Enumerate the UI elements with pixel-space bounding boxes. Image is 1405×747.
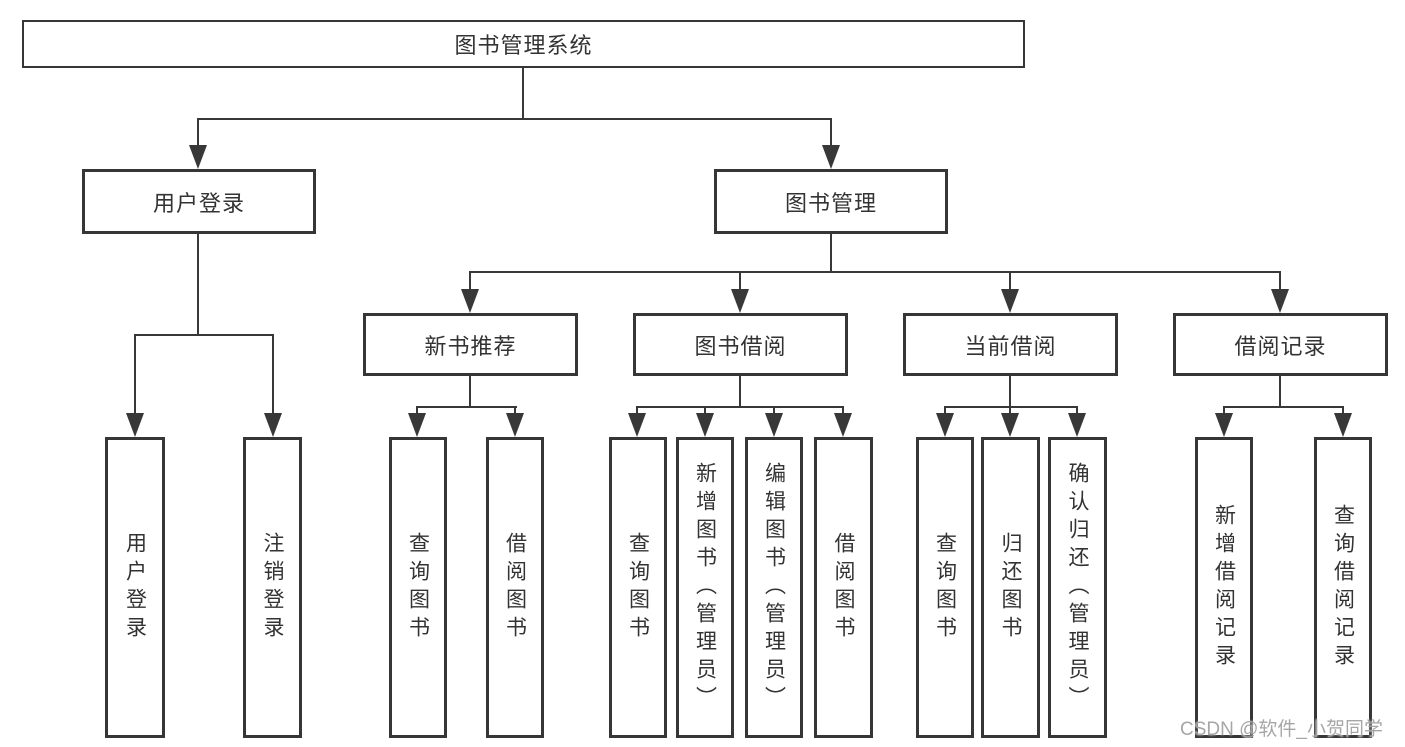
node-label: 图书管理 [784,190,877,216]
node-cb-confirm-return-admin: 确认归还（管理员） [1048,437,1107,738]
connector-line [773,408,775,414]
node-bb-borrow-books: 借阅图书 [814,437,873,738]
connector-line [830,120,832,148]
arrowhead-icon [461,289,479,313]
node-label: 新增图书（管理员） [693,461,717,714]
node-label: 归还图书 [999,531,1022,644]
arrowhead-icon [731,289,749,313]
node-cb-return-books: 归还图书 [981,437,1040,738]
arrowhead-icon [765,413,783,437]
node-label: 编辑图书（管理员） [762,461,786,714]
node-user-login-branch: 用户登录 [82,169,316,234]
connector-line [739,376,741,407]
connector-line [1076,408,1078,414]
arrowhead-icon [189,145,207,169]
arrowhead-icon [408,413,426,437]
node-label: 借阅图书 [503,531,527,644]
connector-line [1223,408,1225,414]
connector-line [1009,273,1011,290]
connector-line [1009,376,1011,407]
arrowhead-icon [1068,413,1086,437]
connector-line [704,408,706,414]
connector-line [197,118,832,120]
node-book-management-branch: 图书管理 [714,169,948,234]
connector-line [134,334,274,336]
arrowhead-icon [1001,413,1019,437]
node-nbr-query-books: 查询图书 [389,437,447,738]
node-br-query-record: 查询借阅记录 [1314,437,1372,738]
node-label: 用户登录 [123,531,147,644]
connector-line [469,273,471,290]
node-label: 查询借阅记录 [1331,503,1355,672]
node-label: 确认归还（管理员） [1066,461,1089,714]
arrowhead-icon [1001,289,1019,313]
arrowhead-icon [264,413,282,437]
connector-line [134,336,136,415]
connector-line [1279,273,1281,290]
node-label: 用户登录 [152,190,245,216]
node-label: 借阅记录 [1234,333,1327,359]
connector-line [522,68,524,120]
arrowhead-icon [936,413,954,437]
node-label: 图书借阅 [694,333,787,359]
arrowhead-icon [1334,413,1352,437]
connector-line [272,336,274,415]
arrowhead-icon [822,145,840,169]
connector-line [739,273,741,290]
node-cb-query-books: 查询图书 [916,437,974,738]
node-user-login-leaf: 用户登录 [105,437,165,738]
connector-line [197,234,199,335]
node-label: 注销登录 [261,531,284,644]
node-label: 查询图书 [933,531,957,644]
node-label: 新书推荐 [424,333,517,359]
node-bb-edit-books-admin: 编辑图书（管理员） [745,437,803,738]
node-current-borrowing: 当前借阅 [903,313,1118,376]
node-borrowing-records: 借阅记录 [1173,313,1388,376]
connector-line [830,234,832,272]
arrowhead-icon [1271,289,1289,313]
arrowhead-icon [126,413,144,437]
connector-line [469,376,471,407]
connector-line [514,408,516,414]
connector-line [1009,408,1011,414]
connector-line [636,408,638,414]
node-book-borrowing: 图书借阅 [633,313,848,376]
connector-line [944,408,946,414]
connector-line [842,408,844,414]
node-new-book-recommend: 新书推荐 [363,313,578,376]
node-bb-query-books: 查询图书 [609,437,667,738]
node-library-management-system: 图书管理系统 [22,20,1025,68]
node-label: 查询图书 [406,531,430,644]
arrowhead-icon [1215,413,1233,437]
arrowhead-icon [834,413,852,437]
connector-line [1342,408,1344,414]
connector-line [636,406,844,408]
arrowhead-icon [696,413,714,437]
node-br-add-record: 新增借阅记录 [1195,437,1253,738]
connector-line [416,408,418,414]
connector-line [944,406,1078,408]
arrowhead-icon [506,413,524,437]
node-bb-add-books-admin: 新增图书（管理员） [676,437,734,738]
connector-line [197,120,199,148]
connector-line [416,406,517,408]
node-label: 当前借阅 [964,333,1057,359]
connector-line [1223,406,1344,408]
node-label: 图书管理系统 [454,33,593,58]
connector-line [1279,376,1281,407]
node-label: 借阅图书 [832,531,855,644]
node-label: 新增借阅记录 [1212,503,1236,672]
node-label: 查询图书 [626,531,650,644]
connector-line [469,271,1281,273]
csdn-watermark: CSDN @软件_小贺同学 [1180,719,1383,740]
arrowhead-icon [628,413,646,437]
node-nbr-borrow-books: 借阅图书 [486,437,544,738]
node-logout-leaf: 注销登录 [243,437,302,738]
